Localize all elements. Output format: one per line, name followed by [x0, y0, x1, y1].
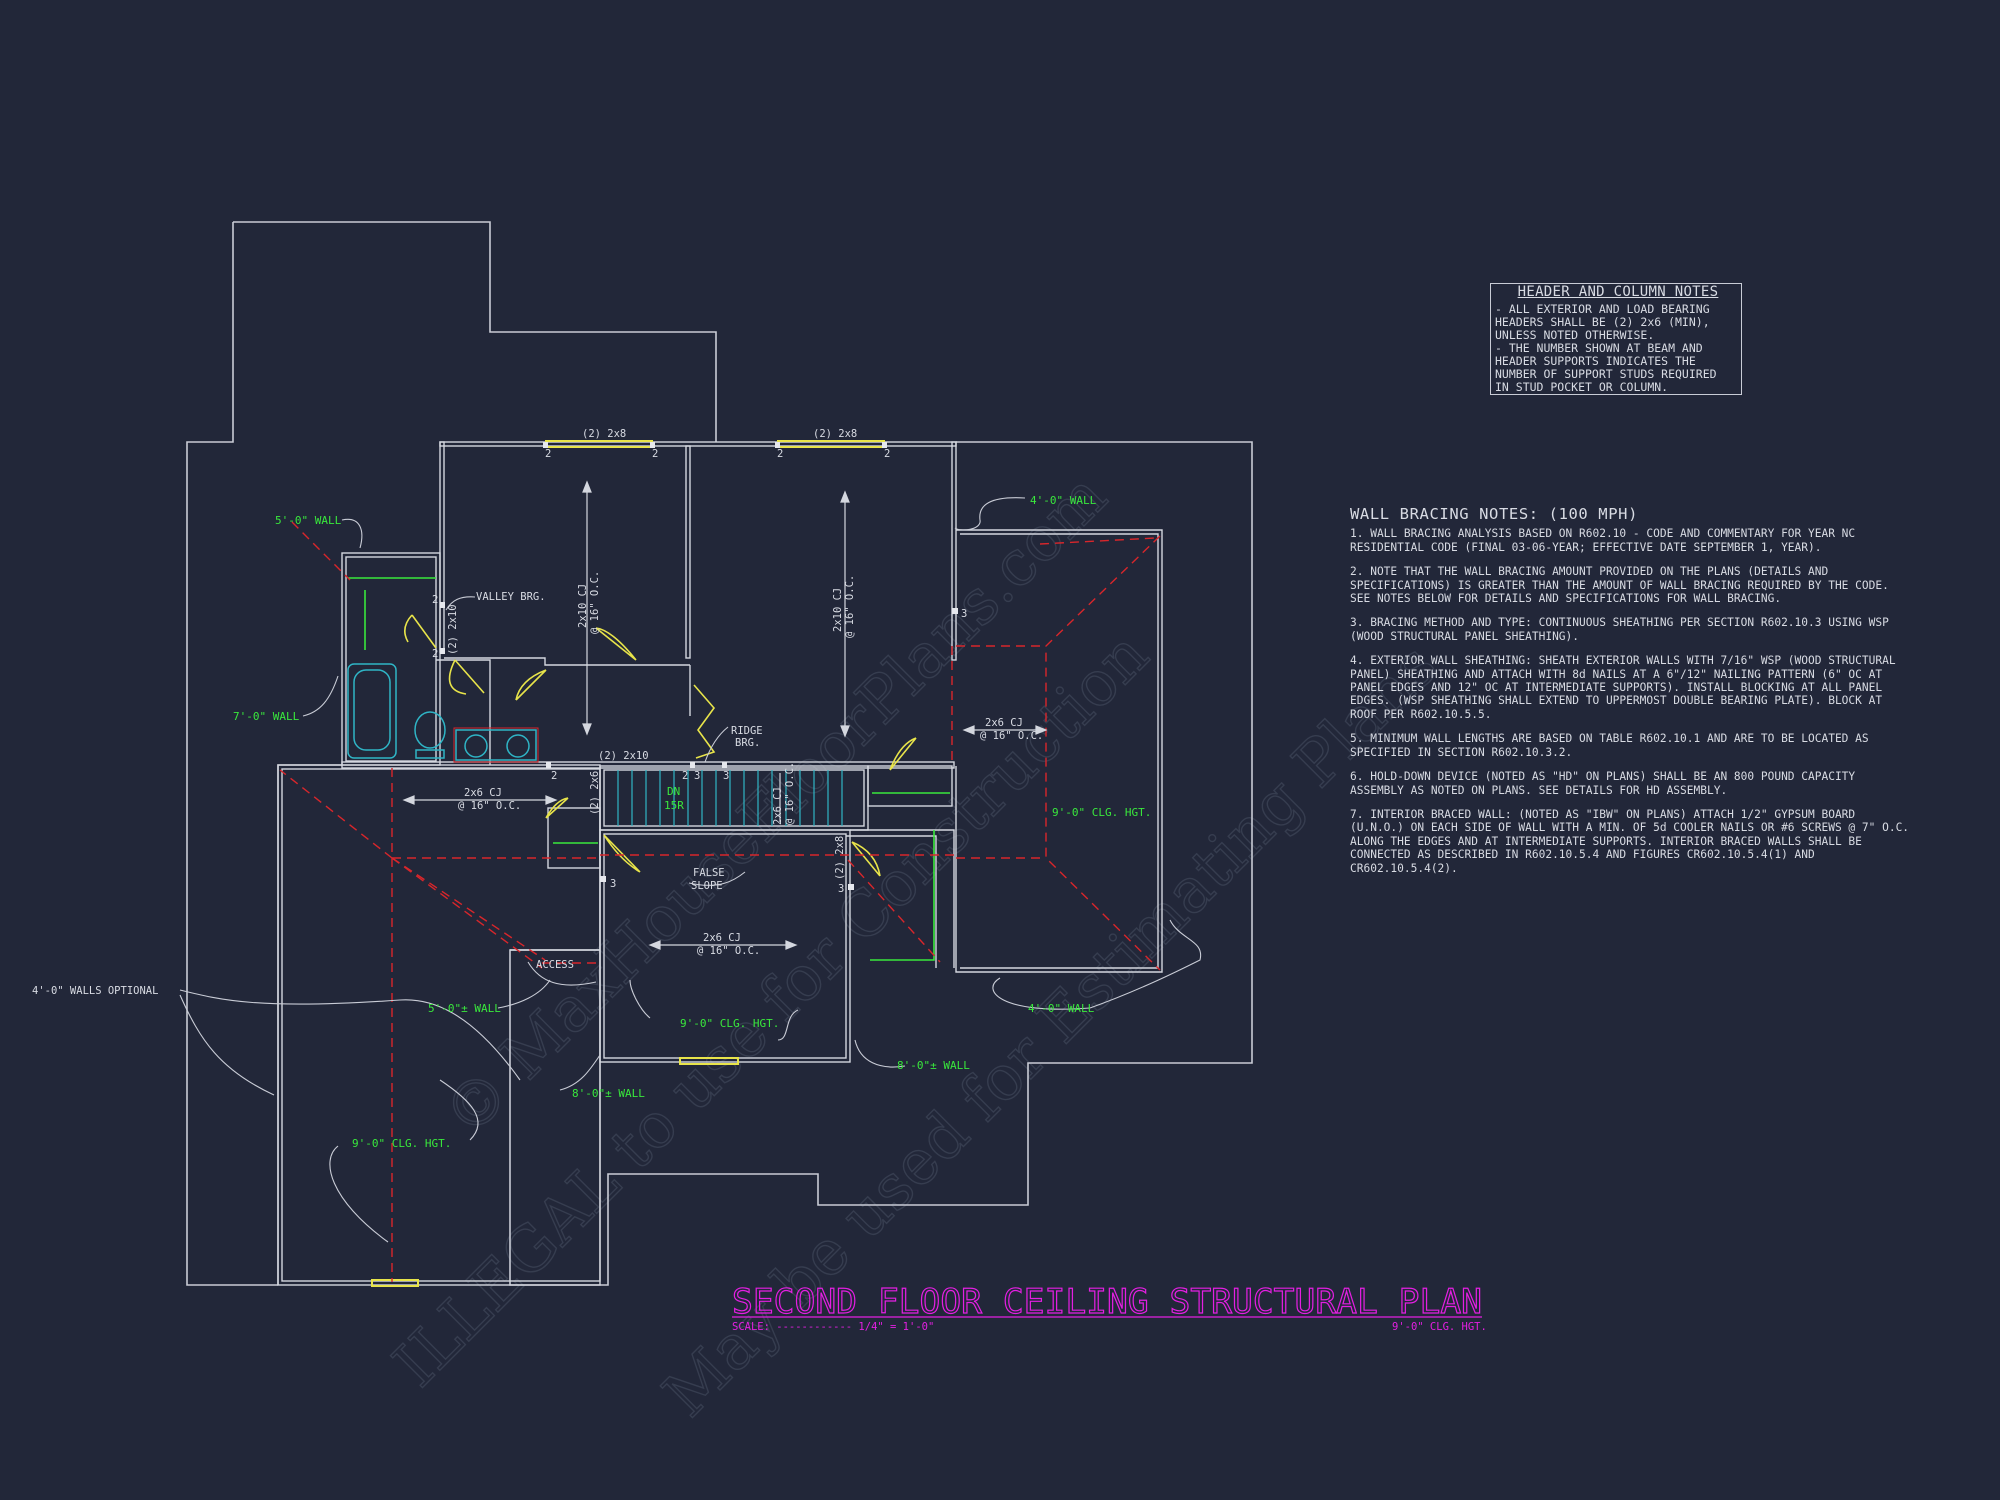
stud-count: 3	[838, 883, 844, 895]
sink-right	[506, 734, 530, 758]
wall-label-8ft-right: 8'-0"± WALL	[897, 1059, 970, 1072]
ceiling-joist-2x6-stair: 2x6 CJ	[772, 787, 784, 825]
header-center-bedroom	[679, 1057, 739, 1065]
toilet	[414, 711, 446, 749]
header-notes-line: UNLESS NOTED OTHERWISE.	[1495, 328, 1655, 342]
header-notes-line: - THE NUMBER SHOWN AT BEAM AND	[1495, 341, 1703, 355]
stud-markers	[440, 442, 958, 890]
header-notes-line: IN STUD POCKET OR COLUMN.	[1495, 380, 1669, 394]
header-sw-bedroom	[371, 1279, 419, 1287]
valley-bearing-label: VALLEY BRG.	[476, 591, 546, 603]
wall-height-labels: 5'-0" WALL 4'-0" WALL 7'-0" WALL DN 15R …	[233, 494, 1151, 1150]
wall-label-5ft-center: 5'-0"± WALL	[428, 1002, 501, 1015]
spacing-b: @ 16" O.C.	[844, 575, 856, 638]
wall-label-4ft-ne: 4'-0" WALL	[1030, 494, 1097, 507]
stud-count: 2	[652, 448, 658, 460]
false-slope-label-1: FALSE	[693, 867, 725, 879]
stud-count: 3	[694, 770, 700, 782]
plan-title-block: SECOND FLOOR CEILING STRUCTURAL PLAN SCA…	[731, 1281, 1487, 1333]
wall-bracing-note: 5. MINIMUM WALL LENGTHS ARE BASED ON TAB…	[1350, 732, 1869, 759]
access-label: ACCESS	[536, 959, 574, 971]
stud-count: 2	[545, 448, 551, 460]
spacing-center: @ 16" O.C.	[697, 945, 760, 957]
doors	[404, 614, 917, 877]
wall-bracing-note: 6. HOLD-DOWN DEVICE (NOTED AS "HD" ON PL…	[1350, 770, 1856, 797]
spacing-east: @ 16" O.C.	[980, 730, 1043, 742]
ridge-bearing-label-2: BRG.	[735, 737, 760, 749]
header-notes-line: HEADERS SHALL BE (2) 2x6 (MIN),	[1495, 315, 1710, 329]
ceiling-joist-2x6-center: 2x6 CJ	[703, 932, 741, 944]
roof-hip-lines	[279, 521, 1161, 1282]
stud-count: 3	[961, 608, 967, 620]
wall-bracing-note: 2. NOTE THAT THE WALL BRACING AMOUNT PRO…	[1350, 565, 1889, 606]
ceiling-height-sw: 9'-0" CLG. HGT.	[352, 1137, 451, 1150]
bath-fixtures	[347, 663, 537, 761]
sink-left	[464, 734, 488, 758]
header-notes-line: HEADER SUPPORTS INDICATES THE	[1495, 354, 1696, 368]
stud-count: 3	[723, 770, 729, 782]
ceiling-joist-2x6-east: 2x6 CJ	[985, 717, 1023, 729]
walls-optional-label: 4'-0" WALLS OPTIONAL	[32, 985, 158, 997]
header-2x10-vertical: (2) 2x10	[447, 604, 459, 655]
bathtub	[347, 663, 397, 759]
header-label-1: (2) 2x8	[582, 428, 626, 440]
joist-arrows	[402, 480, 1048, 950]
header-2x10-horizontal: (2) 2x10	[598, 750, 649, 762]
ceiling-joist-2x6-west: 2x6 CJ	[464, 787, 502, 799]
spacing-stair: @ 16" O.C.	[784, 762, 796, 825]
plan-ceiling-height: 9'-0" CLG. HGT.	[1392, 1321, 1487, 1333]
stud-count: 2	[551, 770, 557, 782]
header-notes-line: NUMBER OF SUPPORT STUDS REQUIRED	[1495, 367, 1717, 381]
wall-bracing-note: 3. BRACING METHOD AND TYPE: CONTINUOUS S…	[1350, 616, 1889, 643]
ceiling-joist-2x10-b: 2x10 CJ	[832, 588, 844, 632]
walls	[277, 441, 1163, 1286]
stud-count: 3	[610, 878, 616, 890]
stair-down-label: DN	[667, 785, 680, 798]
wall-bracing-note: 1. WALL BRACING ANALYSIS BASED ON R602.1…	[1350, 527, 1856, 554]
header-label-2: (2) 2x8	[813, 428, 857, 440]
wall-bracing-note: 7. INTERIOR BRACED WALL: (NOTED AS "IBW"…	[1350, 807, 1910, 875]
wall-label-5ft-nw: 5'-0" WALL	[275, 514, 342, 527]
closet-shelves	[348, 577, 950, 961]
vanity	[455, 729, 537, 761]
stud-count: 2	[432, 594, 438, 606]
wall-bracing-note: 4. EXTERIOR WALL SHEATHING: SHEATH EXTER…	[1350, 654, 1896, 721]
wall-bracing-notes: WALL BRACING NOTES: (100 MPH) 1. WALL BR…	[1350, 505, 1915, 886]
spacing-a: @ 16" O.C.	[589, 571, 601, 634]
stud-count: 2	[884, 448, 890, 460]
ceiling-height-center: 9'-0" CLG. HGT.	[680, 1017, 779, 1030]
header-2x8-vertical: (2) 2x8	[834, 836, 846, 880]
header-notes-line: - ALL EXTERIOR AND LOAD BEARING	[1495, 302, 1710, 316]
plan-labels: (2) 2x8 (2) 2x8 VALLEY BRG. (2) 2x10 2x1…	[32, 428, 1043, 997]
stair-treads	[617, 770, 843, 826]
wall-label-8ft-left: 8'-0"± WALL	[572, 1087, 645, 1100]
stair-risers-label: 15R	[664, 799, 684, 812]
false-slope-label-2: SLOPE	[691, 880, 723, 892]
wall-label-7ft: 7'-0" WALL	[233, 710, 300, 723]
ceiling-joist-2x10-a: 2x10 CJ	[577, 584, 589, 628]
plan-title: SECOND FLOOR CEILING STRUCTURAL PLAN	[732, 1282, 1482, 1322]
wall-bracing-title: WALL BRACING NOTES: (100 MPH)	[1350, 505, 1639, 523]
header-notes-title: HEADER AND COLUMN NOTES	[1517, 284, 1719, 300]
ridge-bearing-label-1: RIDGE	[731, 725, 763, 737]
header-column-notes: HEADER AND COLUMN NOTES - ALL EXTERIOR A…	[1490, 283, 1742, 395]
stud-count: 2	[682, 770, 688, 782]
wall-label-4ft-se: 4'-0" WALL	[1028, 1002, 1095, 1015]
ceiling-height-east: 9'-0" CLG. HGT.	[1052, 806, 1151, 819]
plan-scale: SCALE: ------------ 1/4" = 1'-0"	[732, 1321, 934, 1333]
stud-count: 2	[777, 448, 783, 460]
spacing-west: @ 16" O.C.	[458, 800, 521, 812]
leader-lines	[179, 497, 1202, 1243]
stud-count: 2	[432, 648, 438, 660]
header-2x6-vertical: (2) 2x6	[589, 771, 601, 815]
